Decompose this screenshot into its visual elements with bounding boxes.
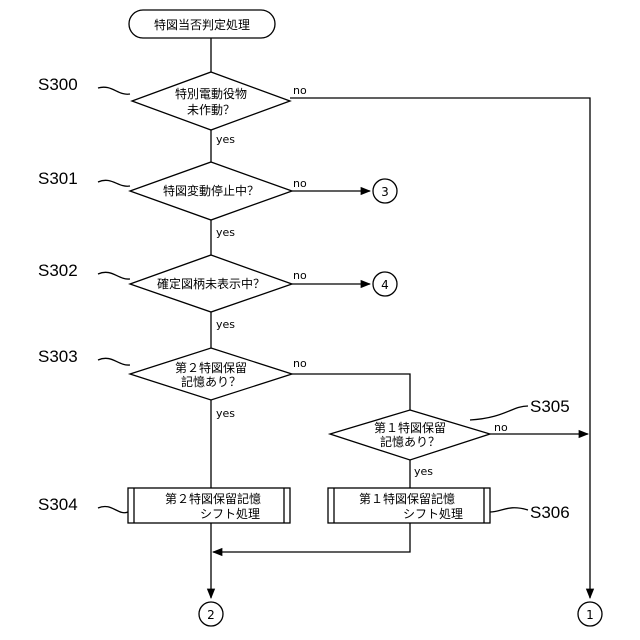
connector-4-label: 4 [381, 278, 389, 292]
step-label-s300: S300 [38, 75, 78, 94]
s303-no-label: no [293, 357, 307, 370]
process-s306-line2: シフト処理 [403, 507, 463, 521]
decision-s305-line1: 第１特図保留 [374, 420, 446, 435]
step-label-s306: S306 [530, 503, 570, 522]
step-label-s305: S305 [530, 397, 570, 416]
connector-2-label: 2 [207, 608, 215, 622]
s305-no-label: no [494, 421, 508, 434]
s303-yes-label: yes [216, 407, 235, 420]
decision-s303: 第２特図保留 記憶あり？ S303 no yes [38, 347, 307, 420]
step-label-s304: S304 [38, 495, 78, 514]
s301-no-label: no [293, 177, 307, 190]
decision-s301: 特図変動停止中？ S301 no yes [38, 162, 307, 239]
s302-yes-label: yes [216, 318, 235, 331]
decision-s300: 特別電動役物 未作動？ S300 no yes [38, 72, 307, 146]
decision-s302: 確定図柄未表示中？ S302 no yes [38, 255, 307, 331]
decision-s302-line1: 確定図柄未表示中？ [157, 276, 265, 291]
connector-4: 4 [373, 272, 397, 296]
s300-yes-label: yes [216, 133, 235, 146]
connector-3: 3 [373, 179, 397, 203]
process-s304-line1: 第２特図保留記憶 [165, 491, 261, 506]
s300-no-label: no [293, 84, 307, 97]
process-s306-line1: 第１特図保留記憶 [359, 491, 455, 506]
step-label-s302: S302 [38, 261, 78, 280]
decision-s305: 第１特図保留 記憶あり？ S305 no yes [330, 397, 570, 478]
connector-1-label: 1 [586, 608, 594, 622]
connector-2: 2 [199, 602, 223, 626]
s301-yes-label: yes [216, 226, 235, 239]
decision-s303-line2: 記憶あり？ [181, 374, 241, 389]
process-s306: 第１特図保留記憶 シフト処理 S306 [328, 488, 570, 523]
connector-1: 1 [578, 602, 602, 626]
process-s304: 第２特図保留記憶 シフト処理 S304 [38, 488, 290, 523]
process-s304-line2: シフト処理 [200, 507, 260, 521]
decision-s303-line1: 第２特図保留 [175, 360, 247, 375]
step-label-s303: S303 [38, 347, 78, 366]
decision-s300-line2: 未作動？ [187, 103, 235, 117]
decision-s300-line1: 特別電動役物 [175, 86, 247, 101]
decision-s305-line2: 記憶あり？ [380, 434, 440, 449]
step-label-s301: S301 [38, 169, 78, 188]
start-terminal: 特図当否判定処理 [129, 10, 275, 38]
start-label: 特図当否判定処理 [154, 17, 250, 32]
s305-yes-label: yes [414, 465, 433, 478]
decision-s301-line1: 特図変動停止中？ [163, 183, 259, 198]
s302-no-label: no [293, 269, 307, 282]
connector-3-label: 3 [381, 185, 389, 199]
